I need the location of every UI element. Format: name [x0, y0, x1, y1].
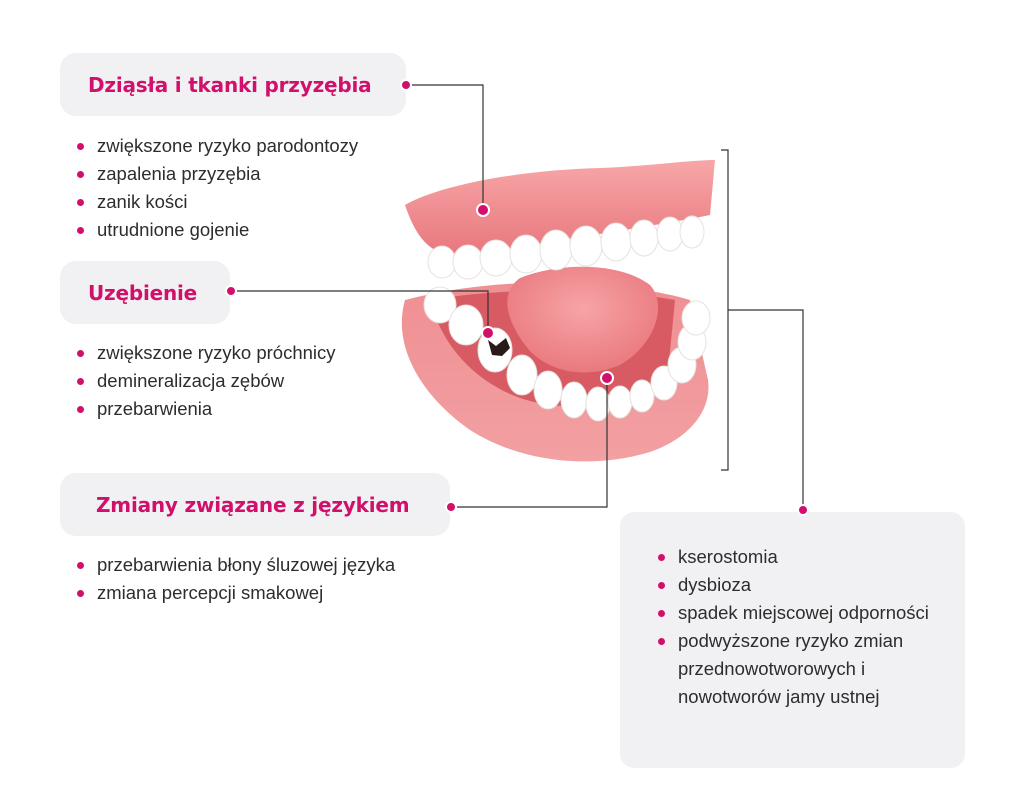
list-item: zwiększone ryzyko próchnicy — [77, 339, 336, 367]
list-item: utrudnione gojenie — [77, 216, 358, 244]
list-item: podwyższone ryzyko zmian przednowotworow… — [658, 627, 948, 711]
lower-teeth — [423, 286, 711, 422]
tongue-label-box: Zmiany związane z językiem — [60, 473, 450, 536]
mouth-effects-box: kserostomia dysbioza spadek miejscowej o… — [620, 512, 965, 768]
gums-box-dot — [400, 79, 412, 91]
tongue — [507, 266, 659, 373]
gums-connector — [406, 84, 484, 210]
list-item: zmiana percepcji smakowej — [77, 579, 395, 607]
tongue-list: przebarwienia błony śluzowej języka zmia… — [77, 551, 395, 607]
tongue-target-dot — [600, 371, 614, 385]
mouth-list: kserostomia dysbioza spadek miejscowej o… — [658, 543, 948, 711]
tongue-connector — [451, 378, 608, 508]
gums-target-dot — [476, 203, 490, 217]
gums-list: zwiększone ryzyko parodontozy zapalenia … — [77, 132, 358, 244]
gums-label-box: Dziąsła i tkanki przyzębia — [60, 53, 406, 116]
list-item: dysbioza — [658, 571, 948, 599]
list-item: przebarwienia błony śluzowej języka — [77, 551, 395, 579]
list-item: zwiększone ryzyko parodontozy — [77, 132, 358, 160]
teeth-list: zwiększone ryzyko próchnicy demineraliza… — [77, 339, 336, 423]
tongue-title: Zmiany związane z językiem — [96, 492, 410, 517]
teeth-target-dot — [481, 326, 495, 340]
list-item: przebarwienia — [77, 395, 336, 423]
teeth-box-dot — [225, 285, 237, 297]
tongue-box-dot — [445, 501, 457, 513]
connectors — [231, 84, 804, 510]
list-item: zapalenia przyzębia — [77, 160, 358, 188]
list-item: zanik kości — [77, 188, 358, 216]
teeth-title: Uzębienie — [88, 280, 198, 305]
teeth-connector — [231, 290, 489, 333]
mouth-box-dot — [797, 504, 809, 516]
cavity — [488, 338, 510, 356]
list-item: spadek miejscowej odporności — [658, 599, 948, 627]
list-item: demineralizacja zębów — [77, 367, 336, 395]
connector-dots — [225, 79, 809, 516]
upper-teeth — [427, 215, 705, 280]
teeth-label-box: Uzębienie — [60, 261, 230, 324]
mouth-connector — [728, 309, 804, 510]
gums-title: Dziąsła i tkanki przyzębia — [88, 72, 372, 97]
list-item: kserostomia — [658, 543, 948, 571]
mouth-bracket — [721, 149, 729, 471]
